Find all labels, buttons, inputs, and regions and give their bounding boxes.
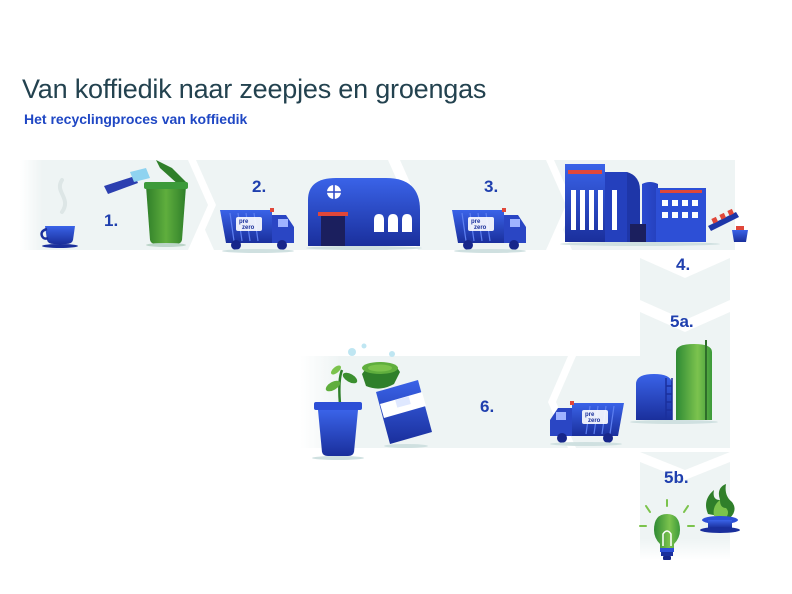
plant-pot-icon — [312, 365, 364, 460]
waste-truck-icon: pre zero — [220, 208, 294, 253]
truck-brand-top: pre — [471, 219, 481, 225]
depot-building-icon — [306, 178, 422, 250]
step-label-6: 6. — [480, 397, 494, 416]
factory-icon — [560, 164, 720, 246]
truck-brand-top: pre — [239, 219, 249, 225]
biogas-tank-icon — [630, 340, 718, 424]
truck-brand-bottom: zero — [474, 225, 487, 231]
truck-brand-bottom: zero — [242, 225, 255, 231]
truck-brand-bottom: zero — [588, 418, 601, 424]
step-label-5a: 5a. — [670, 312, 694, 331]
light-bulb-icon — [639, 499, 695, 560]
coffee-cup-icon — [40, 178, 78, 248]
waste-truck-icon: pre zero — [452, 208, 526, 253]
step-label-3: 3. — [484, 177, 498, 196]
step-label-2: 2. — [252, 177, 266, 196]
step-label-5b: 5b. — [664, 468, 689, 487]
conveyor-icon — [708, 208, 748, 242]
soap-bar-icon — [348, 343, 400, 389]
truck-brand-plate: pre zero — [582, 410, 608, 424]
gas-flame-icon — [700, 484, 740, 533]
page-title: Van koffiedik naar zeepjes en groengas — [22, 74, 487, 104]
page-subtitle: Het recyclingproces van koffiedik — [24, 111, 248, 127]
soap-box-icon — [376, 380, 432, 448]
step-label-4: 4. — [676, 255, 690, 274]
step-label-1: 1. — [104, 211, 118, 230]
green-bin-icon — [104, 160, 188, 247]
truck-brand-top: pre — [585, 412, 595, 418]
